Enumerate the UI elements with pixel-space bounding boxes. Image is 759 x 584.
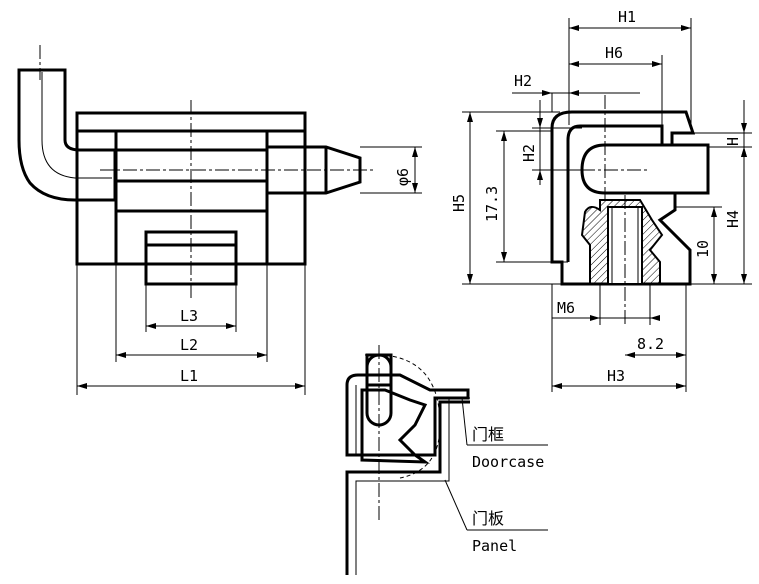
dim-H2-top: H2 <box>514 72 532 90</box>
side-view: H1 H6 H2 H2 17.3 H5 H <box>450 8 752 392</box>
dim-H5: H5 <box>450 194 468 212</box>
dim-L3: L3 <box>180 307 198 325</box>
dim-L1: L1 <box>180 367 198 385</box>
doorcase-frame <box>345 373 470 457</box>
label-doorcase-cn: 门框 <box>472 425 504 444</box>
leader-panel <box>444 479 468 531</box>
front-view: L3 L2 L1 φ6 <box>17 45 422 395</box>
label-doorcase-en: Doorcase <box>472 453 544 471</box>
dim-H4: H4 <box>724 210 742 228</box>
dim-M6: M6 <box>557 299 575 317</box>
label-panel-cn: 门板 <box>472 509 504 528</box>
leader-doorcase <box>461 397 468 446</box>
assembly-view: 门框 Doorcase 门板 Panel <box>345 345 548 575</box>
latch-slot <box>580 143 708 195</box>
dim-8-2: 8.2 <box>637 335 664 353</box>
dim-H2-side: H2 <box>520 144 538 162</box>
dim-H: H <box>724 137 742 146</box>
side-housing <box>550 110 710 286</box>
dim-L2: L2 <box>180 336 198 354</box>
dim-H6: H6 <box>605 44 623 62</box>
label-panel-en: Panel <box>472 537 517 555</box>
dim-17-3: 17.3 <box>483 186 501 222</box>
dim-H1: H1 <box>618 8 636 26</box>
dim-H3: H3 <box>607 367 625 385</box>
hook-inner-line <box>41 72 112 179</box>
panel-plate <box>345 400 470 575</box>
latch-body <box>360 388 430 464</box>
dim-10: 10 <box>694 240 712 258</box>
side-inner-wall <box>566 124 664 262</box>
hook-handle <box>17 68 117 202</box>
dim-phi6: φ6 <box>394 168 412 186</box>
